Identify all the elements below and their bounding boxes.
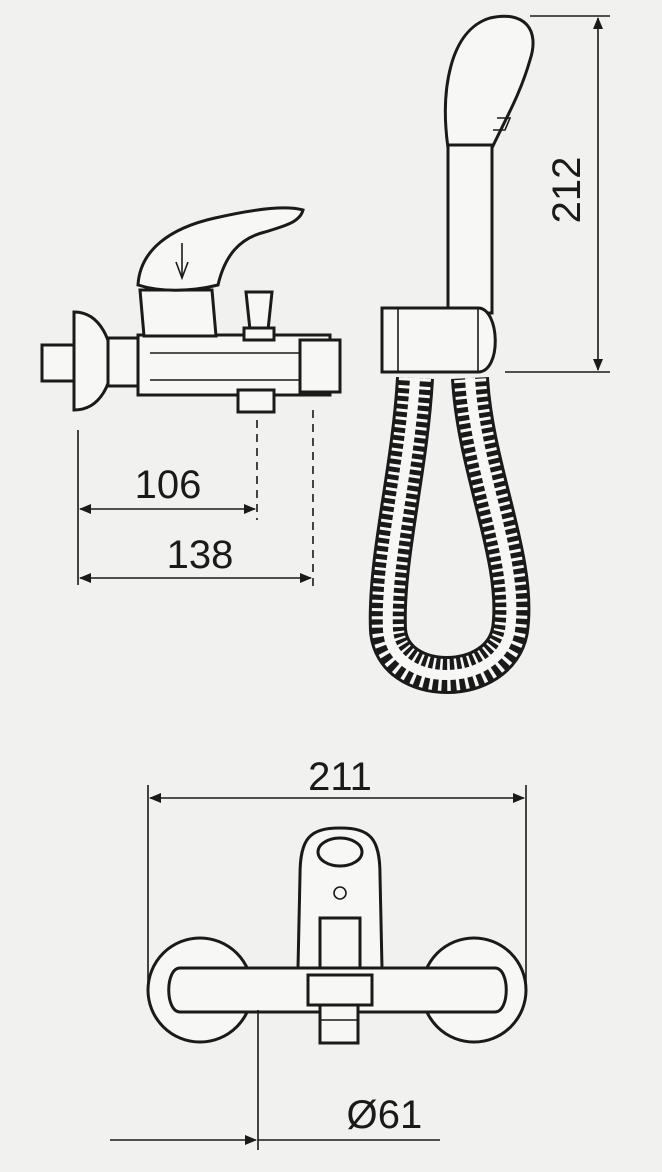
dim-106-label: 106 [135, 463, 202, 507]
dim-61-symbol: Ø [346, 1093, 377, 1137]
dimension-212: 212 [505, 15, 610, 373]
dim-212-label: 212 [545, 157, 589, 224]
faucet-front-view [146, 826, 528, 1045]
dim-61-label: 61 [378, 1093, 423, 1137]
hand-shower [443, 14, 535, 315]
dimension-138: 138 [79, 410, 314, 590]
dimension-106: 106 [77, 420, 258, 585]
faucet-side-view [40, 206, 342, 414]
shower-hose [368, 376, 531, 694]
shower-holder [380, 306, 497, 374]
dimension-61: Ø 61 [110, 1010, 440, 1150]
dim-211-label: 211 [308, 755, 372, 799]
dim-138-label: 138 [167, 533, 234, 577]
dimension-211: 211 [147, 755, 527, 990]
